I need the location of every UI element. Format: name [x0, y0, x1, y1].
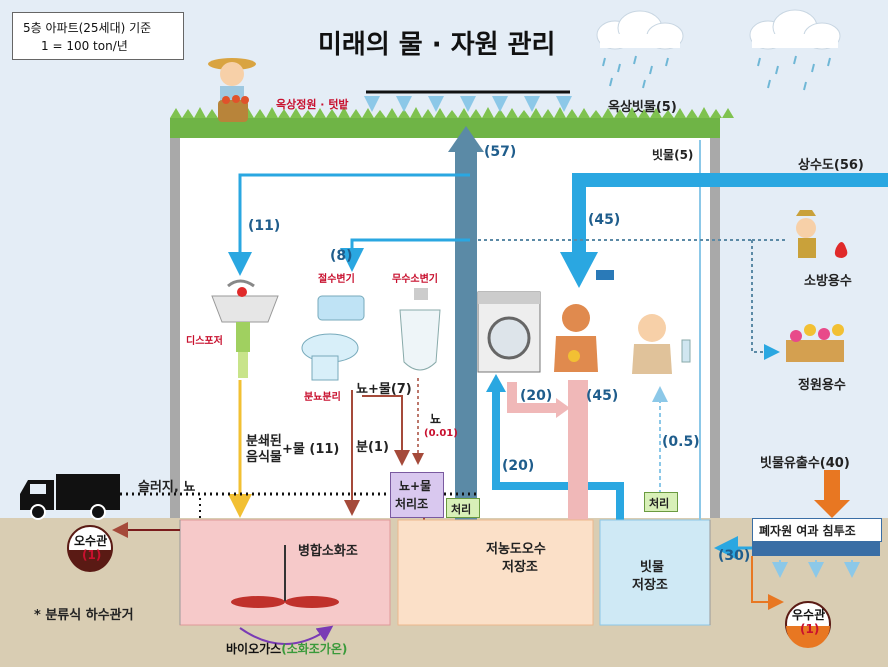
- flow-20a-label: (20): [520, 388, 553, 404]
- urine-tank: 뇨+물 처리조: [390, 472, 444, 518]
- treatment-badge-1: 처리: [446, 498, 480, 518]
- cloud-icon: [596, 10, 684, 50]
- separation-label: 분뇨분리: [304, 392, 341, 403]
- urinal-icon: [399, 288, 441, 371]
- greywater-tank: [397, 519, 594, 626]
- page-title: 미래의 물 · 자원 관리: [318, 30, 556, 60]
- shower-person-icon: [554, 270, 614, 372]
- food-waste-label-2: 음식물: [246, 450, 282, 465]
- sludge-label: 슬러지, 뇨: [138, 480, 196, 495]
- city-water-label: 상수도(56): [798, 158, 864, 173]
- rainwater-tank: [599, 519, 711, 626]
- urine-water-line: [362, 395, 410, 466]
- urine-tank-label-2: 처리조: [395, 497, 429, 511]
- flow-45-supply-label: (45): [588, 212, 621, 228]
- drinking-person-icon: [632, 314, 691, 374]
- roof-garden-label: 옥상정원 · 텃밭: [276, 98, 349, 111]
- urine-amount-label: (0.01): [424, 428, 458, 439]
- garden-water-label: 정원용수: [798, 378, 846, 393]
- rain-in-label: 빗물(5): [652, 148, 694, 162]
- garden-water-line: [751, 240, 780, 360]
- cloud-icon: [749, 9, 841, 50]
- flow-11-label: (11): [248, 218, 281, 234]
- roof-rain-arrows: [364, 96, 572, 112]
- runoff-arrow: [824, 470, 840, 500]
- washing-machine-icon: [477, 291, 541, 373]
- roof-garden-grass: [170, 118, 720, 138]
- greywater-tank-label-2: 저장조: [502, 560, 538, 575]
- firefighter-icon: [796, 210, 848, 258]
- truck-icon: [20, 474, 120, 520]
- disposer-label: 디스포저: [186, 336, 223, 347]
- scale-note: 5층 아파트(25세대) 기준 1 = 100 ton/년: [12, 12, 184, 60]
- runoff-label: 빗물유출수(40): [760, 456, 850, 471]
- digester-label: 병합소화조: [298, 544, 358, 559]
- disposer-sink-icon: [211, 279, 279, 378]
- pipe-to-sink: [228, 173, 470, 276]
- sewage-pipe-icon: [67, 525, 113, 572]
- sewage-pipe-value: (1): [82, 548, 102, 562]
- infiltration-bed: [752, 540, 880, 556]
- water-saving-toilet-label: 절수변기: [318, 274, 355, 285]
- food-waste-label-3: +물 (11): [282, 442, 340, 457]
- biogas-arrow: [239, 625, 334, 645]
- infiltration-label: 폐자원 여과 침투조: [759, 524, 856, 538]
- biogas-label: 바이오가스(소화조가온): [226, 640, 347, 657]
- main-supply-riser: [455, 150, 477, 580]
- waterless-urinal-label: 무수소변기: [392, 274, 438, 285]
- building-wall-right: [710, 120, 720, 518]
- pipe-to-toilet: [340, 238, 470, 272]
- treatment-badge-2: 처리: [644, 492, 678, 512]
- flow-05-label: (0.5): [662, 434, 700, 450]
- storm-pipe-name: 우수관: [792, 608, 826, 622]
- scale-note-line2: 1 = 100 ton/년: [41, 39, 128, 53]
- urine-water-label: 뇨+물(7): [356, 382, 412, 397]
- building-wall-left: [170, 120, 180, 518]
- washer-greywater: [507, 382, 558, 413]
- rain-tank-label-1: 빗물: [640, 560, 664, 575]
- biogas-suffix: (소화조가온): [281, 642, 348, 656]
- roof-rain-label: 옥상빗물(5): [608, 100, 677, 115]
- feces-label: 분(1): [356, 440, 389, 455]
- flow-45-shower-label: (45): [586, 388, 619, 404]
- rainwater-to-washer: [492, 388, 624, 540]
- building-interior: [180, 138, 710, 518]
- rain-tank-label-2: 저장조: [632, 578, 668, 593]
- garden-flowers-icon: [786, 324, 844, 362]
- greywater-tank-label-1: 저농도오수: [486, 542, 546, 557]
- biogas-prefix: 바이오가스: [226, 642, 282, 656]
- treatment-badge-1-label: 처리: [451, 503, 472, 516]
- urine-label: 뇨: [430, 412, 442, 426]
- scale-note-line1: 5층 아파트(25세대) 기준: [23, 21, 152, 35]
- urine-tank-label-1: 뇨+물: [399, 479, 432, 493]
- farmer-icon: [208, 58, 256, 122]
- fire-water-label: 소방용수: [804, 274, 852, 289]
- flow-8-label: (8): [330, 248, 353, 264]
- stirrer-icon: [231, 545, 339, 608]
- toilet-icon: [301, 295, 365, 381]
- sewage-pipe-name: 오수관: [74, 534, 108, 548]
- flow-57-label: (57): [484, 144, 517, 160]
- rain-drops: [602, 55, 831, 91]
- separate-sewer-note: * 분류식 하수관거: [34, 608, 134, 623]
- infiltration-box: 폐자원 여과 침투조: [752, 518, 882, 542]
- treatment-badge-2-label: 처리: [649, 497, 670, 510]
- storm-pipe-value: (1): [800, 622, 820, 636]
- city-water-main: [572, 173, 888, 187]
- storm-pipe-icon: [785, 601, 831, 648]
- flow-20b-label: (20): [502, 458, 535, 474]
- food-waste-label-1: 분쇄된: [246, 434, 282, 449]
- recharge-label: (30): [718, 548, 751, 564]
